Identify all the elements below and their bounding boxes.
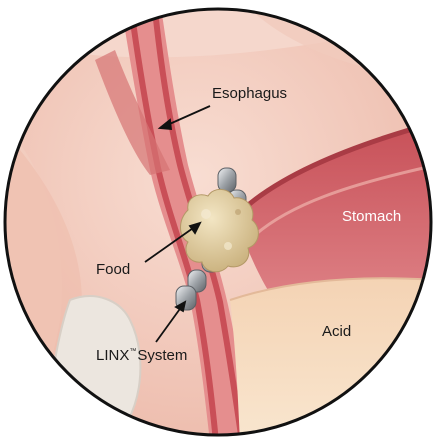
- acid-label: Acid: [322, 323, 351, 340]
- magnetic-bead-icon: [218, 168, 236, 192]
- acid-pool: [230, 278, 437, 442]
- esophagus-label: Esophagus: [212, 85, 287, 102]
- food-bolus-icon: [181, 189, 259, 271]
- linx-system-label: LINX™System: [96, 347, 187, 364]
- stomach-label: Stomach: [342, 208, 401, 225]
- food-label: Food: [96, 261, 130, 278]
